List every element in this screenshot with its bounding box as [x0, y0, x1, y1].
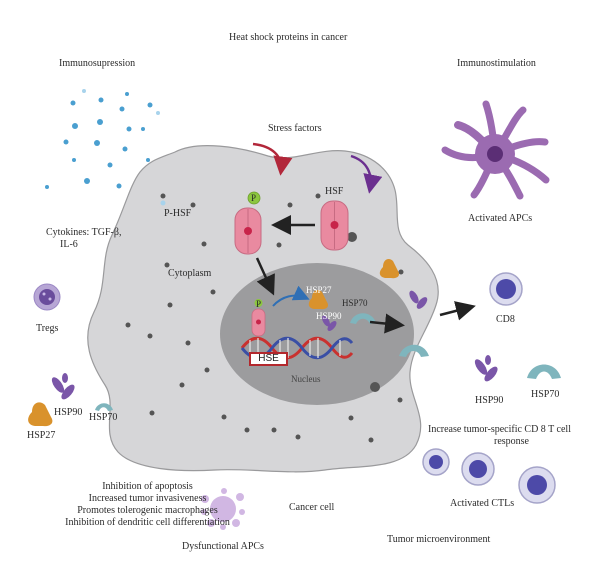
- phosphate-label: P: [251, 193, 257, 203]
- effect-item-3: Promotes tolerogenic macrophages: [77, 505, 218, 516]
- nuclear-hsp90-label: HSP90: [316, 311, 342, 321]
- cd8-label: CD8: [496, 314, 515, 325]
- nuclear-hsp90: [322, 315, 337, 331]
- stress-factors-label: Stress factors: [268, 123, 322, 134]
- cytokine-dots: [45, 89, 166, 206]
- p-hsf-label: P-HSF: [164, 208, 192, 219]
- activated-ctls: [422, 448, 556, 504]
- nuclear-phosphate-label: P: [256, 299, 262, 309]
- effect-item-4: Inhibition of dendritic cell differentia…: [65, 517, 230, 528]
- right-hsp70-label: HSP70: [531, 389, 560, 400]
- left-hsp27-label: HSP27: [27, 430, 56, 441]
- nuclear-p-hsf: [251, 299, 266, 337]
- activated-apcs-label: Activated APCs: [468, 213, 533, 224]
- left-hsp90: [51, 373, 75, 400]
- hse-box: HSE: [249, 352, 288, 366]
- tregs-cell: [33, 283, 61, 311]
- cyto-hsp27: [379, 259, 400, 279]
- immunostimulation-heading: Immunostimulation: [457, 58, 536, 69]
- effect-item-2: Increased tumor invasiveness: [88, 493, 207, 504]
- effect-item-1: Inhibition of apoptosis: [102, 481, 193, 492]
- phosphate-badge: [247, 191, 261, 205]
- arrow-phsf-to-nucleus: [255, 257, 275, 296]
- apc-nucleus: [487, 146, 503, 162]
- cancer-cell-label: Cancer cell: [289, 502, 335, 513]
- nuclear-hsp70: [350, 313, 376, 324]
- increase-response-line1: Increase tumor-specific CD 8 T cell: [428, 424, 571, 435]
- dysfunctional-apc: [201, 488, 245, 530]
- p-hsf-molecule: [234, 191, 262, 255]
- arrow-export: [369, 313, 405, 334]
- left-hsp70-label: HSP70: [89, 412, 118, 423]
- stress-arrow-red: [252, 142, 293, 176]
- cd8-cell: [489, 272, 523, 306]
- cytoplasm-granules: [125, 193, 404, 443]
- hsf-label: HSF: [325, 186, 344, 197]
- cyto-hsp70: [399, 344, 429, 357]
- left-hsp90-label: HSP90: [54, 407, 83, 418]
- diagram-title: Heat shock proteins in cancer: [229, 32, 348, 43]
- arrow-transcription: [272, 285, 310, 307]
- stress-arrow-purple: [350, 154, 383, 194]
- nuclear-hsp70-label: HSP70: [342, 298, 368, 308]
- nuclear-hsp27-label: HSP27: [306, 285, 332, 295]
- cytokines-label-line1: Cytokines: TGF-β,: [46, 227, 122, 238]
- activated-ctls-label: Activated CTLs: [450, 498, 515, 509]
- cytokines-label-line2: IL-6: [60, 239, 78, 250]
- right-hsp70: [527, 364, 561, 379]
- left-hsp70: [95, 403, 113, 411]
- tumor-microenvironment-label: Tumor microenvironment: [387, 534, 491, 545]
- left-hsp27: [28, 402, 53, 427]
- right-hsp90: [474, 355, 498, 382]
- cytoplasm-label: Cytoplasm: [168, 268, 212, 279]
- nucleus-label: Nucleus: [291, 374, 321, 384]
- increase-response-line2: response: [494, 436, 529, 447]
- tregs-label: Tregs: [36, 323, 59, 334]
- immunosuppression-heading: Immunosupression: [59, 58, 136, 69]
- hsf-molecule: [320, 200, 349, 251]
- cyto-hsp90: [409, 290, 428, 309]
- nuclear-hsp27: [308, 290, 329, 310]
- nucleus: [220, 263, 414, 405]
- right-hsp90-label: HSP90: [475, 395, 504, 406]
- dysfunctional-apcs-label: Dysfunctional APCs: [182, 541, 264, 552]
- arrow-to-cd8: [439, 301, 476, 321]
